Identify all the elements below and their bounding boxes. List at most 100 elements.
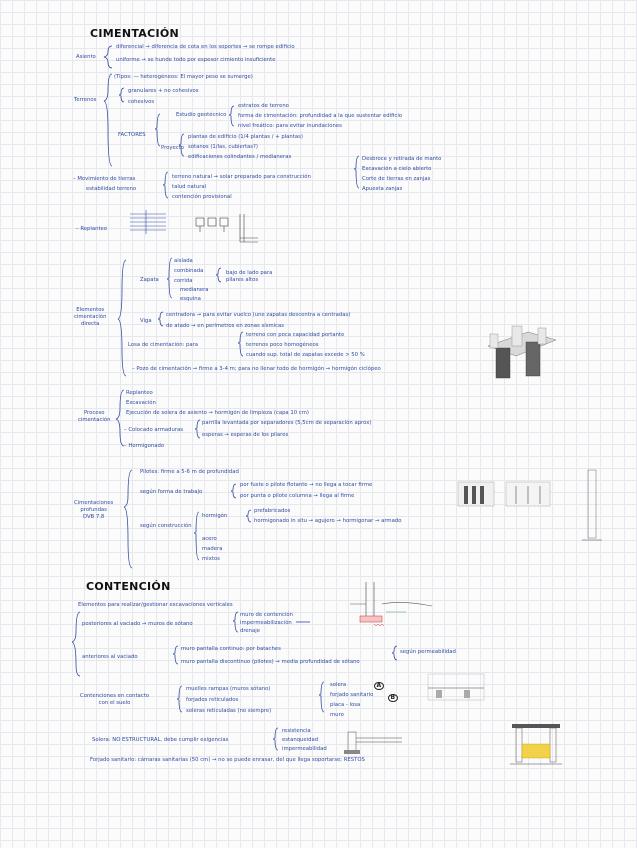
anteriores-item: muro pantalla continuo: por bataches xyxy=(181,646,281,652)
section-title-contencion: CONTENCIÓN xyxy=(86,580,171,593)
losa-item: cuando sup. total de zapatas excede > 50… xyxy=(246,352,365,358)
replanteo-label: – Replanteo xyxy=(76,226,108,232)
trabajo-item: por punta o pilote columna → llega al fi… xyxy=(240,493,355,499)
contacto-right-item: solera xyxy=(330,682,347,688)
profundas-pilotes: Pilotes: firme a 5-6 m de profundidad xyxy=(140,469,239,475)
viga-label: Viga xyxy=(140,318,152,324)
solera-item: estanqueidad xyxy=(282,737,319,743)
terrenos-estudio: Estudio geotécnico xyxy=(176,112,227,118)
zapata-label: Zapata xyxy=(140,277,159,283)
anteriores-note: según permeabilidad xyxy=(400,649,456,655)
contencion-forjado: Forjado sanitario: cámaras sanitarias (5… xyxy=(90,757,365,763)
contacto-right-item: muro xyxy=(330,712,344,718)
estudio-item: forma de cimentación: profundidad a la q… xyxy=(238,113,403,119)
contacto-right-item: placa - losa xyxy=(330,702,361,708)
replanteo-sketch-corner xyxy=(236,212,260,246)
zapata-note: bajo de lado para pilares altos xyxy=(226,270,273,284)
losa-item: terrenos poco homogéneos xyxy=(246,342,319,348)
terrenos-granulares: granulares + no cohesivos xyxy=(128,88,199,94)
contencion-solera: Solera: NO ESTRUCTURAL, debe cumplir exi… xyxy=(92,737,229,743)
replanteo-sketch-frame xyxy=(192,214,232,236)
posteriores-item: muro de contención xyxy=(240,612,293,618)
colocado-item: esperas → esperas de los pilares xyxy=(202,432,289,438)
proceso-hormigonado: – Hormigonado xyxy=(124,443,165,449)
forjado-sanitario-sketch xyxy=(508,714,564,770)
movimiento-item: talud natural xyxy=(172,184,207,190)
section-title-cimentacion: CIMENTACIÓN xyxy=(90,27,180,40)
contacto-right-item: forjado sanitario xyxy=(330,692,374,698)
losa-label: Losa de cimentación: para xyxy=(128,342,199,348)
terrenos-tipos: (Tipos: — heterogéneos: El mayor peso se… xyxy=(114,74,253,80)
terrenos-proyecto: Proyecto xyxy=(161,145,185,151)
proceso-item: Excavación xyxy=(126,400,156,406)
pile-sketch-a xyxy=(456,480,496,508)
proyecto-item: plantas de edificio (1/4 plantas / + pla… xyxy=(188,134,303,140)
profundas-hormigon: hormigón xyxy=(202,513,228,519)
zapata-item: medianera xyxy=(180,287,209,293)
material-item: madera xyxy=(202,546,223,552)
replanteo-sketch-lines xyxy=(126,210,170,236)
contacto-item: forjados reticulados xyxy=(186,697,239,703)
profundas-label: Cimentaciones profundas DVB 7.8 xyxy=(74,500,114,521)
hormigon-item: hormigonado in situ → agujero → hormigon… xyxy=(254,518,402,524)
viga-item: de atado → en perímetros en zonas sísmic… xyxy=(166,323,285,329)
contacto-item: muelles rampas (muros sótano) xyxy=(186,686,271,692)
estudio-item: estratos de terreno xyxy=(238,103,289,109)
solera-item: impermeabilidad xyxy=(282,746,327,752)
footing-3d-sketch xyxy=(482,318,562,388)
elementos-label: Elementos cimentación directa xyxy=(74,307,107,328)
zapata-item: combinada xyxy=(174,268,204,274)
terrenos-factores: FACTORES xyxy=(118,132,146,138)
movimiento-right-item: Corte de tierras en zanjas xyxy=(362,176,431,182)
posteriores-item: impermeabilización xyxy=(240,620,292,626)
proceso-item: Replanteo xyxy=(126,390,153,396)
profundas-segun-trabajo: según forma de trabajo xyxy=(140,489,203,495)
contencion-intro: Elementos para realizar/gestionar excava… xyxy=(78,602,233,608)
anteriores-item: muro pantalla discontinuo (pilotes) → me… xyxy=(181,659,360,665)
contencion-contacto: Contenciones en contacto con el suelo xyxy=(80,693,150,707)
contacto-item: soleras reticuladas (no siempre) xyxy=(186,708,272,714)
movimiento-right-item: Excavación a cielo abierto xyxy=(362,166,432,172)
viga-item: centradora → para evitar vuelco (une zap… xyxy=(166,312,351,318)
contencion-posteriores: posteriores al vaciado → muros de sótano xyxy=(82,621,193,627)
pozo-label: – Pozo de cimentación → firme a 3-4 m; p… xyxy=(132,366,381,372)
proyecto-item: edificaciones colindantes / medianeras xyxy=(188,154,292,160)
material-item: acero xyxy=(202,536,217,542)
profundas-segun-construccion: según construcción xyxy=(140,523,192,529)
zapata-item: esquina xyxy=(180,296,201,302)
pile-sketch-b xyxy=(504,480,552,508)
contencion-anteriores: anteriores al vaciado xyxy=(82,654,138,660)
zapata-item: corrida xyxy=(174,278,193,284)
movimiento-right-item: Desbroce y retirada de manto xyxy=(362,156,442,162)
movimiento-label: – Movimiento de tierras xyxy=(73,176,136,182)
asiento-uniforme: uniforme → se hunde todo por espesor cim… xyxy=(116,57,276,63)
material-item: mixtos xyxy=(202,556,220,562)
trabajo-item: por fuste o pilote flotante → no llega a… xyxy=(240,482,373,488)
terrenos-cohesivos: cohesivos xyxy=(128,99,155,105)
movimiento-item: contención provisional xyxy=(172,194,232,200)
proceso-item: Ejecución de solera de asiento → hormigó… xyxy=(126,410,309,416)
movimiento-item: terreno natural → solar preparado para c… xyxy=(172,174,311,180)
badge-a: A xyxy=(374,682,384,690)
asiento-label: Asiento xyxy=(76,54,96,60)
proceso-label: Proceso cimentación xyxy=(78,410,111,424)
proceso-colocado: – Colocado armaduras xyxy=(124,427,184,433)
colocado-item: parrilla levantada por separadores (5,5c… xyxy=(202,420,372,426)
movimiento-sub: estabilidad terreno xyxy=(86,186,137,192)
movimiento-right-item: Apuesta zanjas xyxy=(362,186,403,192)
retaining-wall-sketch xyxy=(346,578,436,634)
badge-b: B xyxy=(388,694,398,702)
losa-item: terreno con poca capacidad portante xyxy=(246,332,345,338)
posteriores-item: drenaje xyxy=(240,628,261,634)
proyecto-item: sótanos (1/las, cubiertas?) xyxy=(188,144,258,150)
estudio-item: nivel freático: para evitar inundaciones xyxy=(238,123,342,129)
asiento-diferencial: diferencial → diferencia de cota en los … xyxy=(116,44,295,50)
hormigon-item: prefabricados xyxy=(254,508,291,514)
forjado-sketch xyxy=(424,670,488,706)
terrenos-label: Terrenos xyxy=(74,97,97,103)
pile-sketch-c xyxy=(580,466,604,546)
solera-item: resistencia xyxy=(282,728,311,734)
solera-sketch xyxy=(342,722,412,758)
zapata-item: aislada xyxy=(174,258,193,264)
